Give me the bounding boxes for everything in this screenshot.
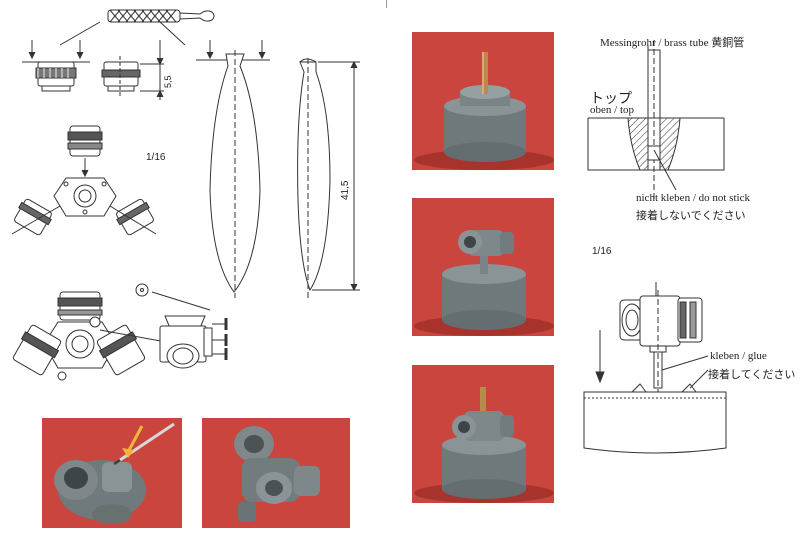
glue-label-jp: 接着してください bbox=[708, 368, 796, 381]
file-tool-icon bbox=[59, 9, 215, 46]
photo-base-with-tube bbox=[412, 32, 554, 170]
section-view-tube bbox=[587, 40, 725, 200]
yellow-arrow-icon bbox=[122, 425, 144, 458]
bushing-view-b bbox=[101, 40, 164, 100]
brass-tube-label: Messingrohr / brass tube 黄銅管 bbox=[600, 37, 745, 49]
scale-label-right: 1/16 bbox=[592, 246, 612, 257]
photo-hub-assembled bbox=[202, 418, 350, 528]
no-stick-label-jp: 接着しないでください bbox=[636, 209, 746, 222]
page-divider bbox=[386, 0, 387, 8]
hub-top-view bbox=[12, 283, 211, 381]
bushing-view-a bbox=[22, 40, 90, 92]
top-label: oben / top bbox=[590, 104, 634, 116]
hub-assembly-drawing bbox=[11, 125, 157, 236]
blade-front-view bbox=[196, 40, 270, 298]
no-stick-label: nicht kleben / do not stick bbox=[636, 192, 750, 204]
scale-label-left: 1/16 bbox=[146, 152, 166, 163]
photo-hub-tube-through bbox=[412, 365, 554, 503]
photo-hub-on-tube bbox=[412, 198, 554, 336]
top-label-jp: トップ bbox=[590, 91, 632, 107]
blade-side-view bbox=[297, 58, 360, 298]
glue-label: kleben / glue bbox=[710, 350, 767, 362]
down-arrow-icon bbox=[595, 371, 605, 384]
assembly-view bbox=[583, 282, 727, 454]
photo-filing-hub bbox=[42, 418, 182, 528]
hub-side-view bbox=[159, 315, 228, 369]
